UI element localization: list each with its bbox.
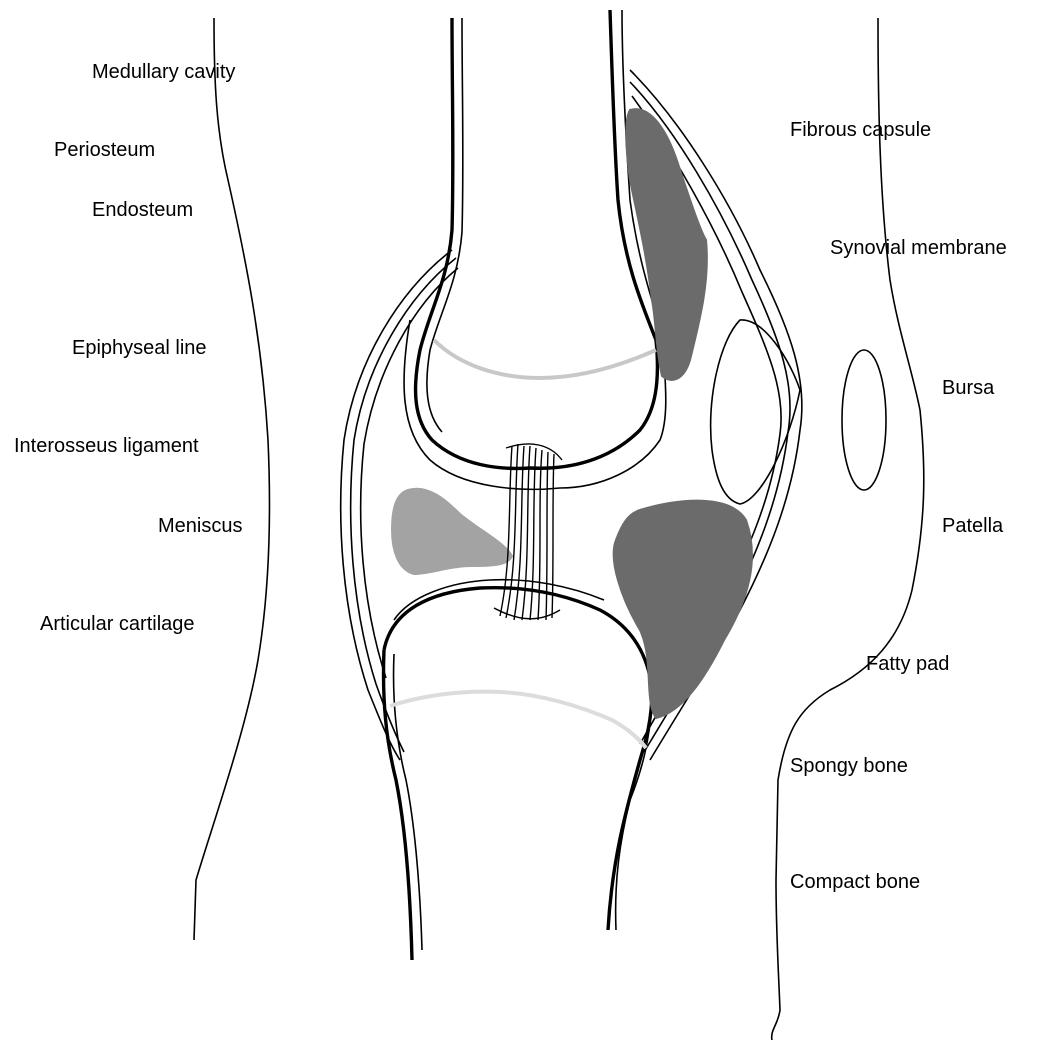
tibia bbox=[384, 580, 653, 960]
label-spongy-bone: Spongy bone bbox=[790, 756, 908, 776]
meniscus-shape bbox=[392, 489, 512, 574]
synovial-pocket bbox=[711, 320, 800, 504]
epiphyseal-line-tibia bbox=[390, 692, 646, 748]
label-articular-cartilage: Articular cartilage bbox=[40, 614, 195, 634]
label-patella: Patella bbox=[942, 516, 1003, 536]
label-periosteum: Periosteum bbox=[54, 140, 155, 160]
label-synovial-membrane: Synovial membrane bbox=[830, 238, 1007, 258]
label-fibrous-capsule: Fibrous capsule bbox=[790, 120, 931, 140]
epiphyseal-line-femur bbox=[434, 340, 656, 378]
fatty-pad-shape bbox=[614, 501, 752, 718]
label-medullary-cavity: Medullary cavity bbox=[92, 62, 235, 82]
label-meniscus: Meniscus bbox=[158, 516, 242, 536]
label-endosteum: Endosteum bbox=[92, 200, 193, 220]
femur bbox=[404, 10, 666, 489]
bursa-shape bbox=[842, 350, 886, 490]
label-bursa: Bursa bbox=[942, 378, 994, 398]
skin-outline-left bbox=[194, 18, 270, 940]
label-epiphyseal-line: Epiphyseal line bbox=[72, 338, 207, 358]
label-fatty-pad: Fatty pad bbox=[866, 654, 949, 674]
label-interosseus-ligament: Interosseus ligament bbox=[14, 436, 199, 456]
label-compact-bone: Compact bone bbox=[790, 872, 920, 892]
